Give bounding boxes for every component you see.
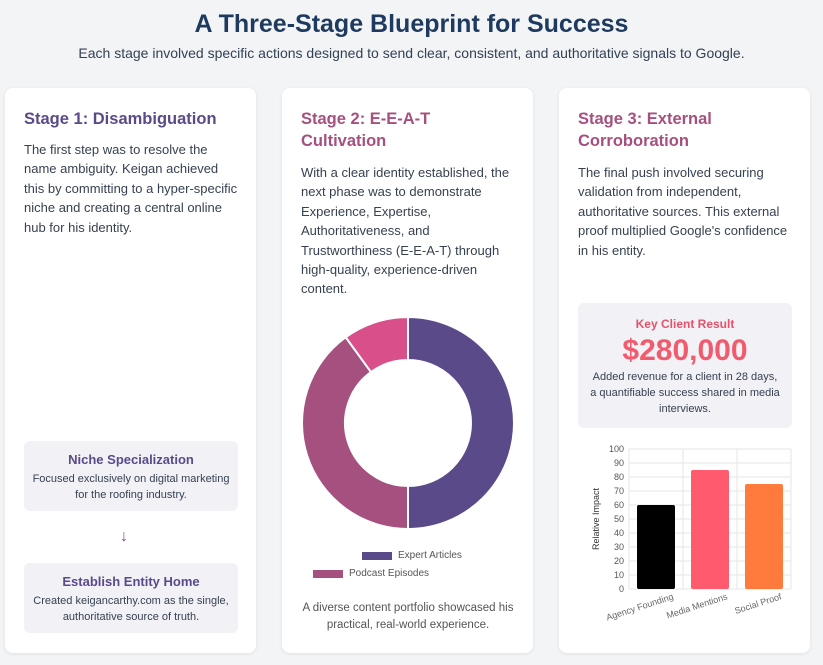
stage-2-caption: A diverse content portfolio showcased hi… <box>302 602 514 631</box>
niche-specialization-title: Niche Specialization <box>68 452 194 467</box>
bar-2 <box>745 484 783 589</box>
y-tick-label: 50 <box>614 514 624 524</box>
donut-slice-1 <box>301 335 409 531</box>
y-tick-label: 40 <box>614 528 624 538</box>
entity-home-title: Establish Entity Home <box>62 574 200 589</box>
key-client-result-label: Key Client Result <box>635 317 735 331</box>
niche-specialization-box: Niche Specialization Focused exclusively… <box>24 441 238 511</box>
y-tick-label: 0 <box>619 584 624 594</box>
page-title: A Three-Stage Blueprint for Success <box>194 10 629 38</box>
page-header: A Three-Stage Blueprint for Success Each… <box>0 8 823 62</box>
stage-1-body: The first step was to resolve the name a… <box>24 142 238 235</box>
bar-1 <box>691 470 729 589</box>
stage-2-body: With a clear identity established, the n… <box>301 165 510 297</box>
page-subtitle: Each stage involved specific actions des… <box>78 45 745 61</box>
legend-label: Podcast Episodes <box>349 568 430 579</box>
y-tick-label: 90 <box>614 458 624 468</box>
legend-swatch <box>313 569 343 578</box>
legend-label: Expert Articles <box>398 550 462 561</box>
x-tick-label: Agency Founding <box>605 591 675 622</box>
y-tick-label: 60 <box>614 500 624 510</box>
stage-2-card: Stage 2: E-E-A-T Cultivation With a clea… <box>282 88 533 653</box>
legend-item: Expert Articles <box>362 550 462 561</box>
stage-2-title: Stage 2: E-E-A-T Cultivation <box>301 110 431 150</box>
x-tick-label: Social Proof <box>733 591 783 616</box>
donut-slice-2 <box>344 318 409 374</box>
stage-3-title: Stage 3: External Corroboration <box>578 110 712 150</box>
niche-specialization-desc: Focused exclusively on digital marketing… <box>32 473 230 501</box>
y-tick-label: 70 <box>614 486 624 496</box>
y-tick-label: 100 <box>609 444 624 454</box>
donut-slice-0 <box>407 318 515 531</box>
entity-home-desc: Created keigancarthy.com as the single, … <box>33 595 229 623</box>
arrow-down-icon: ↓ <box>120 528 128 545</box>
y-tick-label: 20 <box>614 556 624 566</box>
legend-item: Podcast Episodes <box>313 568 429 579</box>
stage-1-card: Stage 1: Disambiguation The first step w… <box>5 88 256 653</box>
legend-swatch <box>362 551 392 560</box>
stage-3-body: The final push involved securing validat… <box>578 165 788 258</box>
key-client-result-value: $280,000 <box>622 334 748 367</box>
y-tick-label: 10 <box>614 570 624 580</box>
y-tick-label: 30 <box>614 542 624 552</box>
entity-home-box: Establish Entity Home Created keigancart… <box>24 563 238 633</box>
y-tick-label: 80 <box>614 472 624 482</box>
bar-0 <box>637 505 675 589</box>
y-axis-label: Relative Impact <box>591 487 601 550</box>
stage-3-card: Stage 3: External Corroboration The fina… <box>559 88 810 653</box>
content-portfolio-donut-chart <box>301 318 515 531</box>
x-tick-label: Media Mentions <box>665 591 729 620</box>
stage-1-title: Stage 1: Disambiguation <box>24 110 217 128</box>
key-client-result-desc: Added revenue for a client in 28 days, a… <box>590 371 780 415</box>
key-client-result-box: Key Client Result $280,000 Added revenue… <box>578 303 792 428</box>
